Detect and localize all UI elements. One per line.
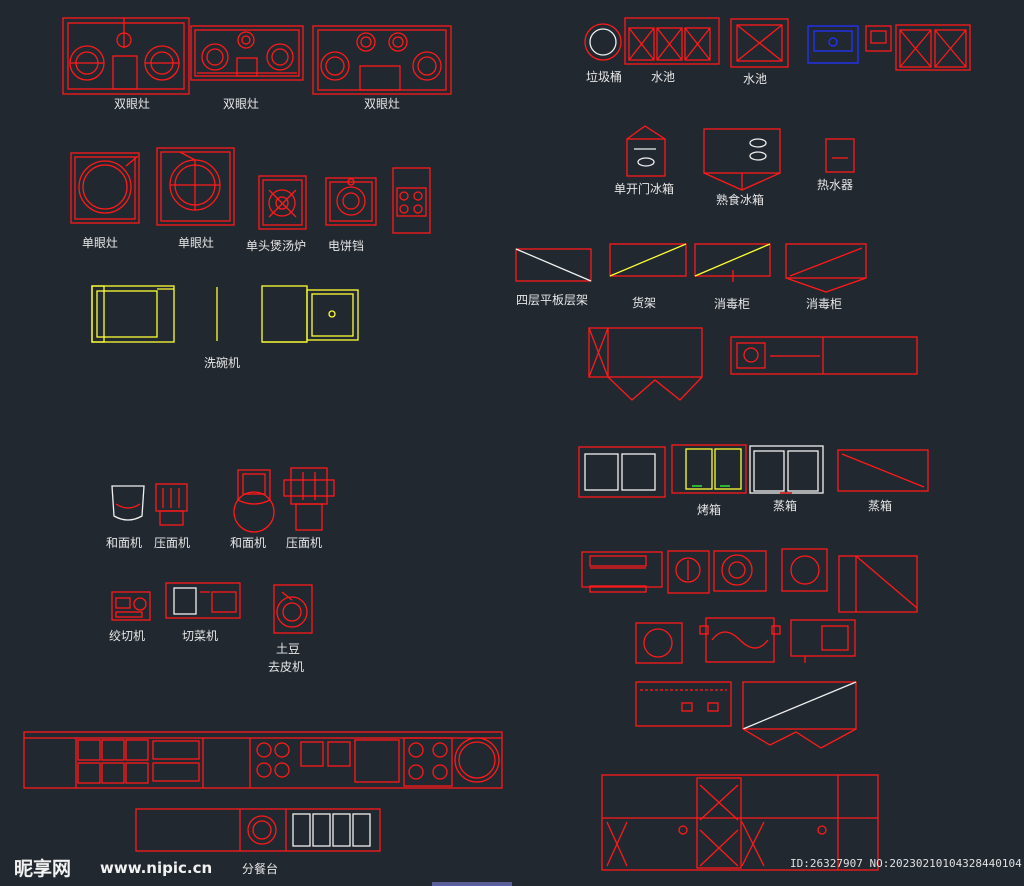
label-dough-mixer-2: 和面机: [230, 536, 267, 550]
label-pancake-pan: 电饼铛: [328, 239, 365, 253]
label-double-stove-2: 双眼灶: [223, 97, 260, 111]
four-tier-shelf: [515, 248, 592, 282]
label-shelf-four: 四层平板层架: [516, 293, 589, 307]
label-dough-mixer-1: 和面机: [106, 536, 143, 550]
label-water-heater: 热水器: [817, 178, 854, 192]
label-disinfect-1: 消毒柜: [714, 297, 751, 311]
dough-mixer-2: [233, 469, 275, 533]
watermark-brand: 昵享网: [14, 858, 72, 880]
label-single-stove-1: 单眼灶: [82, 236, 119, 250]
water-heater: [825, 138, 855, 173]
cooked-food-fridge: [703, 128, 781, 191]
label-sink-2: 水池: [743, 72, 768, 86]
label-noodle-press-2: 压面机: [286, 536, 323, 550]
double-stove-2: [190, 25, 304, 81]
single-door-fridge: [626, 125, 666, 177]
dough-mixer-1: [111, 485, 145, 521]
steamer-2: [837, 449, 929, 492]
label-steamer-1: 蒸箱: [773, 499, 798, 513]
dispenser: [581, 551, 663, 593]
meat-grinder: [111, 591, 151, 621]
disinfect-cabinet-2: [785, 243, 867, 293]
triple-burner-panel: [392, 167, 431, 234]
oven: [671, 444, 747, 494]
label-potato-peeler-2: 去皮机: [268, 660, 305, 674]
label-potato-peeler-1: 土豆: [276, 642, 301, 656]
steamer-1: [749, 445, 824, 494]
label-dishwasher: 洗碗机: [204, 356, 241, 370]
label-disinfect-2: 消毒柜: [806, 297, 843, 311]
watermark-id: ID:26327907 NO:20230210104328440104: [790, 857, 1022, 870]
long-counter: [23, 731, 503, 789]
counter-long-right: [730, 336, 918, 375]
noodle-press-2: [283, 467, 335, 531]
single-stove-2: [156, 147, 235, 226]
wave-machine: [699, 617, 781, 663]
sink-single: [730, 18, 789, 68]
label-noodle-press-1: 压面机: [154, 536, 191, 550]
noodle-press-1: [155, 483, 188, 526]
label-sink-1: 水池: [651, 70, 676, 84]
round-pan-box: [635, 622, 683, 664]
small-box: [865, 25, 892, 52]
serving-counter-drawing: [135, 808, 381, 852]
watermark-url: www.nipic.cn: [100, 859, 213, 877]
label-meat-grinder: 绞切机: [109, 629, 146, 643]
wide-cabinet: [588, 327, 703, 401]
disinfect-cabinet-1: [694, 243, 771, 282]
label-goods-shelf: 货架: [632, 296, 657, 310]
sink-blue: [807, 25, 859, 64]
oven-left: [578, 446, 666, 498]
label-double-stove-1: 双眼灶: [114, 97, 151, 111]
bottom-scroll-indicator: [432, 882, 512, 886]
label-trash-bin: 垃圾桶: [586, 70, 623, 84]
trash-bin: [584, 23, 622, 61]
label-double-stove-3: 双眼灶: [364, 97, 401, 111]
label-fridge-cooked: 熟食冰箱: [716, 193, 765, 207]
label-single-stove-2: 单眼灶: [178, 236, 215, 250]
sink-triple: [624, 17, 720, 65]
label-serving-counter: 分餐台: [242, 862, 279, 876]
vegetable-cutter: [165, 582, 241, 619]
single-stove-1: [70, 152, 140, 224]
double-stove-3: [312, 25, 452, 95]
heat-table: [635, 681, 732, 727]
big-cabinet: [742, 681, 857, 749]
grinder-machine: [667, 550, 710, 594]
label-oven: 烤箱: [697, 503, 722, 517]
soup-stove: [258, 175, 307, 230]
label-vegetable-cutter: 切菜机: [182, 629, 219, 643]
goods-shelf: [609, 243, 687, 277]
pancake-pan: [325, 177, 377, 226]
electric-panel: [838, 555, 918, 613]
slicer: [713, 550, 767, 592]
potato-peeler: [273, 584, 313, 634]
sink-double: [895, 24, 971, 71]
mixer-round: [781, 548, 828, 592]
dishwasher: [91, 285, 359, 343]
label-steamer-2: 蒸箱: [868, 499, 893, 513]
label-fridge-single: 单开门冰箱: [614, 182, 675, 196]
control-unit: [790, 619, 856, 663]
double-stove-1: [62, 17, 190, 95]
kitchen-layout: [601, 774, 879, 871]
label-soup-stove: 单头煲汤炉: [246, 239, 307, 253]
